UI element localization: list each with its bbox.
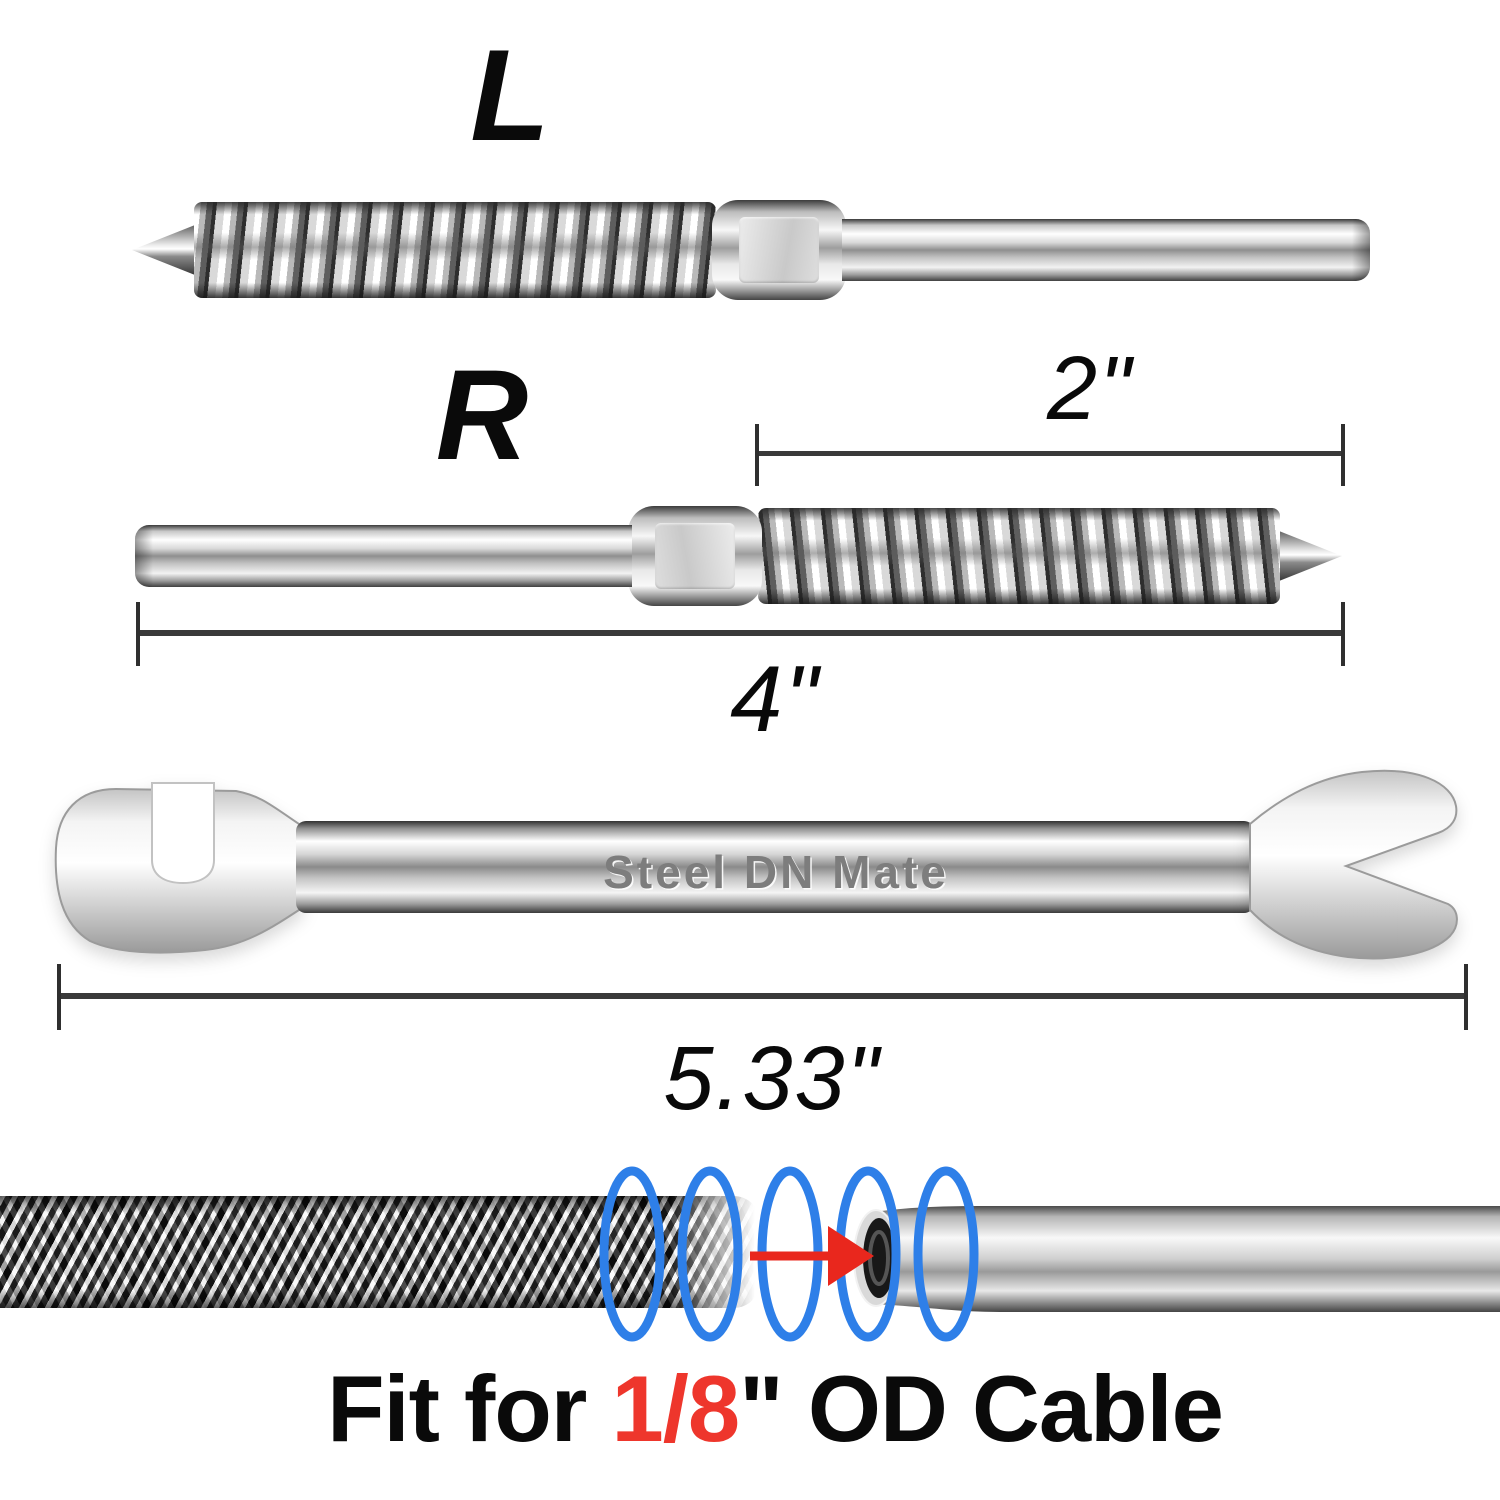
dimension-4in-label: 4"	[730, 646, 820, 751]
caption-suffix: " OD Cable	[739, 1356, 1224, 1461]
dimension-533in-label: 5.33"	[663, 1029, 881, 1129]
dimension-line	[57, 993, 1468, 999]
dimension-tick-right	[1341, 602, 1345, 666]
screw-lag-threads	[194, 202, 716, 298]
ring-icon	[913, 1166, 979, 1342]
ring-icon	[677, 1166, 743, 1342]
insert-arrow-icon	[750, 1226, 874, 1286]
left-screw-label: L	[470, 22, 550, 168]
swage-terminal-tube	[853, 1206, 1500, 1312]
wrench-engraving-text: Steel DN Mate	[603, 846, 949, 898]
wrench-left-head	[54, 782, 303, 954]
dimension-tick-left	[755, 424, 759, 486]
cable-diameter-rings	[599, 1166, 979, 1342]
wrench-engraving-shadow: Steel DN Mate	[605, 848, 951, 900]
dimension-2in-label: 2"	[1046, 339, 1133, 439]
dimension-2in	[755, 424, 1345, 486]
right-screw-label: R	[435, 344, 529, 487]
screw-wrench-collar	[712, 200, 846, 300]
screw-wrench-flat	[739, 217, 819, 283]
wrench-left-jaw-slot	[151, 782, 215, 885]
caption-size-highlight: 1/8	[611, 1356, 740, 1461]
dimension-533in	[57, 964, 1468, 1030]
dimension-tick-left	[136, 602, 140, 666]
wrench-shaft	[296, 821, 1254, 913]
fit-caption: Fit for 1/8" OD Cable	[50, 1362, 1500, 1456]
ring-icon	[599, 1166, 665, 1342]
wire-rope-cable	[0, 1196, 760, 1308]
wrench-right-head	[1249, 769, 1458, 960]
dimension-tick-right	[1464, 964, 1468, 1030]
dimension-tick-left	[57, 964, 61, 1030]
dimension-line	[755, 451, 1345, 456]
dimension-tick-right	[1341, 424, 1345, 486]
dimension-4in	[136, 602, 1345, 666]
dimension-line	[136, 630, 1345, 636]
caption-prefix: Fit for	[327, 1356, 612, 1461]
lag-screw-left-thread	[132, 200, 1370, 300]
screw-swage-shaft	[842, 219, 1370, 281]
tube-bore-hole	[863, 1218, 895, 1298]
